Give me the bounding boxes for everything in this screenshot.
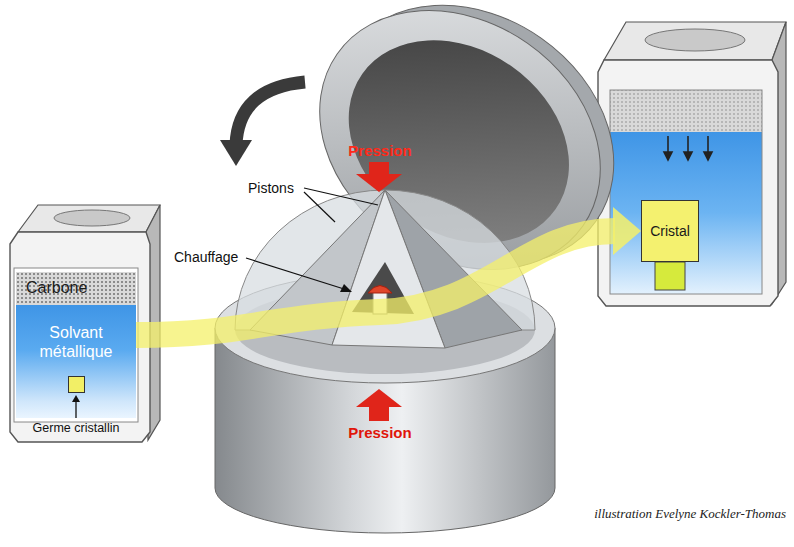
node-text: Solvant métallique — [22, 323, 130, 361]
seed-pointer — [70, 394, 82, 418]
part-label: Germe cristallin — [33, 421, 120, 435]
crystal-box: Cristal — [641, 200, 699, 262]
node-text: Carbone — [26, 279, 128, 297]
credit-note: illustration Evelyne Kockler-Thomas — [594, 506, 786, 522]
arrowhead — [613, 207, 641, 255]
seed-crystal — [68, 376, 85, 393]
leader-arrowhead — [340, 284, 352, 292]
part-label: Pistons — [248, 180, 294, 196]
pressure-label: Pression — [348, 142, 411, 159]
pressure-arrow — [356, 162, 402, 421]
right-capsule — [598, 22, 786, 306]
carbon-band: Carbone — [16, 272, 136, 305]
node-text: Cristal — [650, 223, 690, 239]
rotation-arrow — [220, 82, 305, 166]
process-arrow-body — [136, 231, 615, 335]
solvent-region: Solvant métallique — [16, 305, 136, 418]
pressure-label: Pression — [348, 424, 411, 441]
part-label: Chauffage — [174, 249, 238, 265]
process-arrow — [136, 207, 641, 335]
leader-line — [246, 188, 378, 289]
